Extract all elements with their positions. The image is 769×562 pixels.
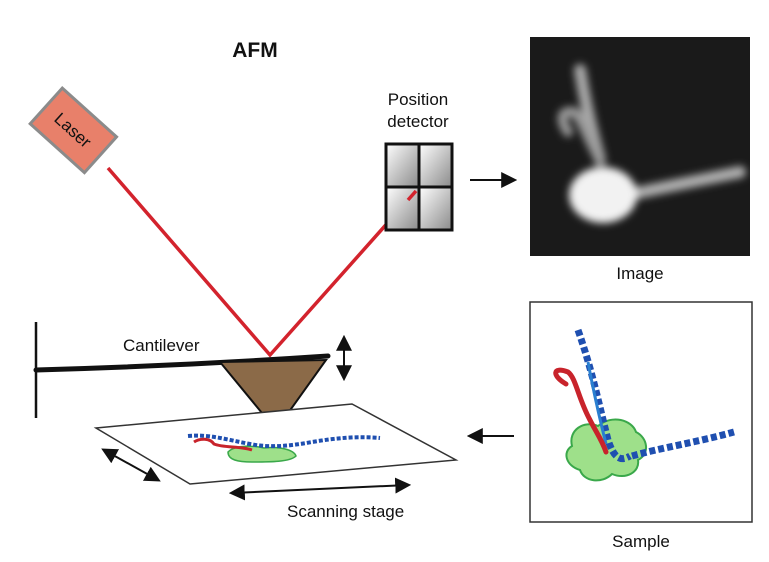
detector-cell-bottom-right [419, 187, 452, 230]
laser-beam [106, 166, 418, 358]
laser: Laser [28, 85, 119, 175]
position-detector-label-line1: Position [388, 90, 448, 109]
afm-tip [217, 358, 328, 432]
sample-panel: Sample [529, 301, 753, 551]
diagram-title: AFM [232, 39, 278, 62]
image-strand-right [622, 166, 746, 201]
detector-cell-top-right [419, 144, 452, 187]
image-background [530, 37, 750, 256]
double-arrow-horizontal-icon [228, 477, 412, 501]
afm-image: Image [530, 37, 750, 283]
sample-dna-helix-1 [574, 328, 632, 463]
stage-sample [187, 433, 381, 463]
sample-label: Sample [612, 532, 670, 551]
laser-box [28, 85, 119, 175]
scanning-stage [93, 403, 459, 485]
image-label: Image [616, 264, 663, 283]
sample-frame [529, 301, 753, 523]
sample-dna-helix-3 [586, 361, 608, 445]
stage-red-strand [193, 437, 253, 452]
position-detector: Position detector [384, 90, 454, 232]
laser-beam-tip [406, 189, 418, 202]
cantilever-beam [33, 353, 331, 373]
sample-red-strand [553, 367, 609, 455]
position-detector-label-line2: detector [387, 112, 449, 131]
double-arrow-diagonal-icon [101, 448, 161, 482]
cantilever-label: Cantilever [123, 336, 200, 355]
image-protein-blob [569, 167, 637, 223]
image-strand-short [557, 106, 605, 165]
scanning-stage-label: Scanning stage [287, 502, 404, 521]
stage-dna [187, 433, 381, 449]
sample-dna-helix-2 [631, 428, 735, 460]
detector-cell-top-left [386, 144, 419, 187]
